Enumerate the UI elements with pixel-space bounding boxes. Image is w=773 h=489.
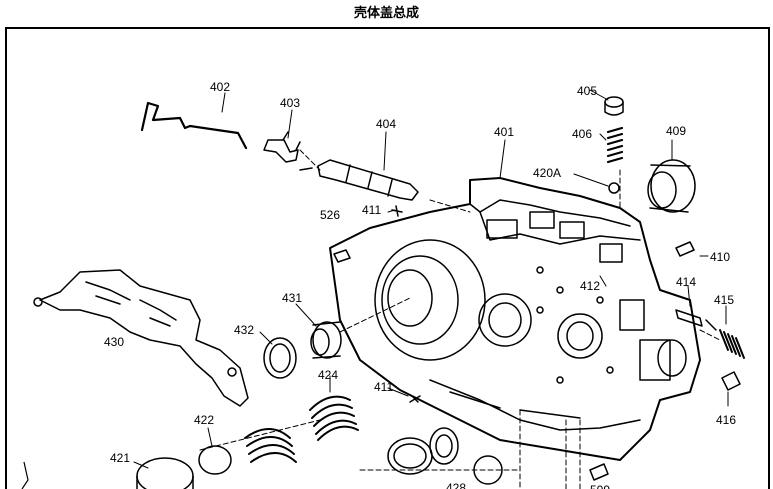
label-428: 428 <box>446 481 466 489</box>
part-405-cap <box>604 96 624 108</box>
part-431-bearing <box>312 321 342 359</box>
label-403: 403 <box>280 96 300 110</box>
part-403-bracket <box>263 139 299 163</box>
label-401: 401 <box>494 125 514 139</box>
label-416: 416 <box>716 413 736 427</box>
label-430: 430 <box>104 335 124 349</box>
label-409: 409 <box>666 124 686 138</box>
part-404-shaft <box>317 159 419 201</box>
part-424-spring <box>309 395 359 441</box>
part-406-spring <box>606 126 624 164</box>
label-424: 424 <box>318 368 338 382</box>
label-526: 526 <box>320 208 340 222</box>
label-422: 422 <box>194 413 214 427</box>
part-432-ring <box>263 337 297 379</box>
part-410-pin <box>675 241 695 257</box>
part-411-screw-a <box>391 205 403 217</box>
part-420A-ball <box>608 182 620 194</box>
label-402: 402 <box>210 80 230 94</box>
label-412: 412 <box>580 279 600 293</box>
part-401-housing <box>329 177 701 461</box>
part-402-link <box>140 101 248 150</box>
label-405: 405 <box>577 84 597 98</box>
part-509-pin <box>589 463 609 481</box>
part-411-screw-b <box>409 395 421 403</box>
part-430-gasket <box>39 269 249 407</box>
label-421: 421 <box>110 451 130 465</box>
label-415: 415 <box>714 293 734 307</box>
label-411-top: 411 <box>362 203 381 217</box>
edge-mark <box>21 461 29 489</box>
label-411-bottom: 411 <box>374 380 393 394</box>
part-421-piston <box>136 457 194 489</box>
part-428-gear <box>429 427 459 465</box>
label-432: 432 <box>234 323 254 337</box>
part-415-spring <box>719 329 745 359</box>
label-420A: 420A <box>533 166 561 180</box>
part-526-pin <box>333 249 351 263</box>
part-409-seal <box>650 159 696 213</box>
label-410: 410 <box>710 250 730 264</box>
diagram-frame <box>5 27 770 489</box>
part-large-spring <box>244 428 297 463</box>
label-404: 404 <box>376 117 396 131</box>
part-416-plug <box>721 371 741 391</box>
label-414: 414 <box>676 275 696 289</box>
label-431: 431 <box>282 291 302 305</box>
label-406: 406 <box>572 127 592 141</box>
part-422-ring <box>198 445 232 475</box>
diagram-title: 壳体盖总成 <box>353 6 419 21</box>
label-509: 509 <box>590 483 610 489</box>
part-414-valve <box>675 309 703 327</box>
